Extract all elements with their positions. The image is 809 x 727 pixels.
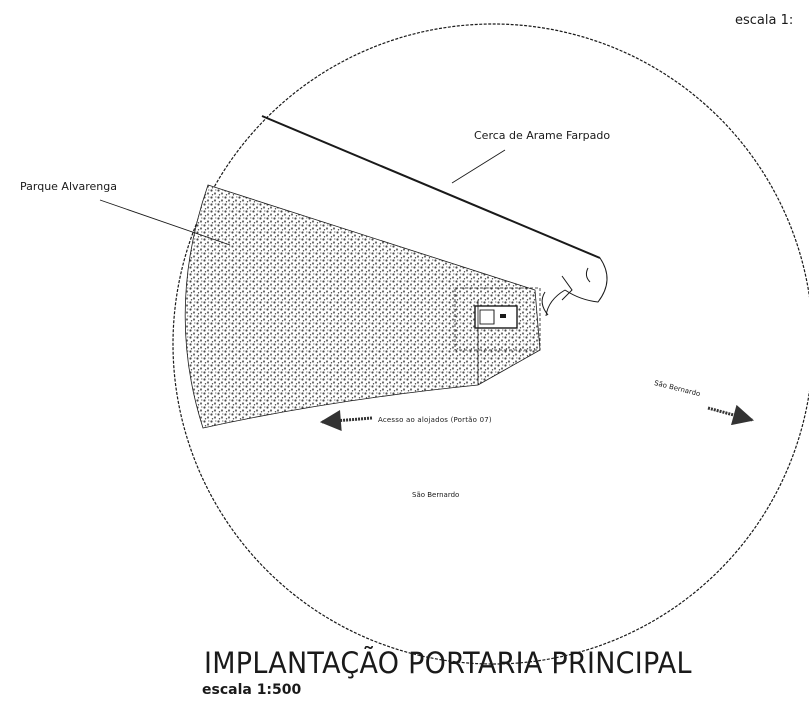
gate-arc-large <box>564 257 608 303</box>
gate-leaf-1 <box>561 275 573 301</box>
gatehouse-mark <box>500 314 506 318</box>
fence-label: Cerca de Arame Farpado <box>474 129 611 142</box>
scale-label-top: escala 1: <box>735 13 794 28</box>
gate-mark <box>585 267 591 283</box>
barbed-wire-fence <box>261 115 601 259</box>
scale-label-bottom: escala 1:500 <box>202 682 302 698</box>
sao-bernardo-arrow <box>707 404 755 426</box>
fence-leader-line <box>451 149 506 184</box>
gatehouse-room <box>479 309 495 325</box>
park-leader-line <box>99 199 231 246</box>
gate-arc-small <box>545 289 566 317</box>
site-circle <box>172 23 809 665</box>
park-area <box>184 184 541 429</box>
access-label: Acesso ao alojados (Portão 07) <box>378 416 492 424</box>
park-label: Parque Alvarenga <box>20 180 118 193</box>
sao-bernardo-label-bottom: São Bernardo <box>412 491 460 499</box>
gate-leaf-2 <box>541 291 549 316</box>
drawing-title: IMPLANTAÇÃO PORTARIA PRINCIPAL <box>204 646 692 680</box>
gatehouse-outline <box>454 287 541 351</box>
access-arrow <box>319 410 373 431</box>
